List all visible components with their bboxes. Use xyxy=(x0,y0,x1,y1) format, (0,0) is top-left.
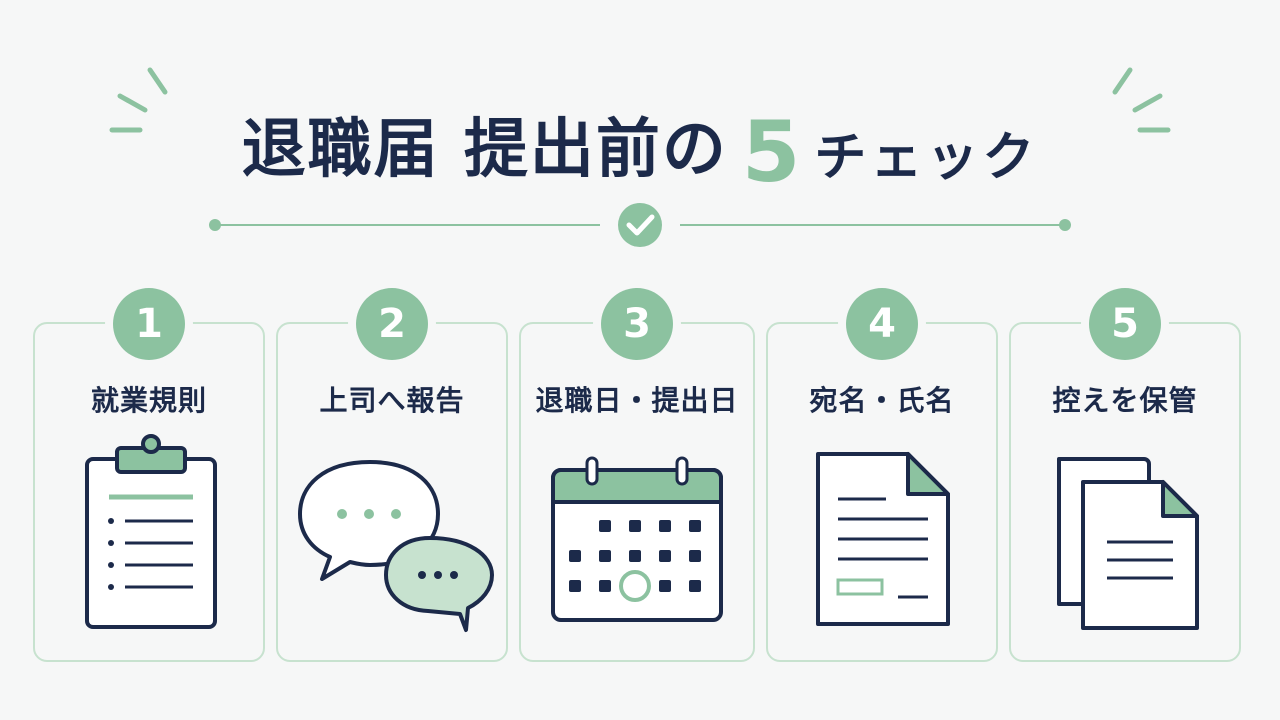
number-badge: 1 xyxy=(113,288,185,360)
card-label: 上司へ報告 xyxy=(319,384,465,417)
card-2: 2 上司へ報告 xyxy=(276,288,508,662)
card-label: 控えを保管 xyxy=(1052,384,1198,417)
card-4: 4 宛名・氏名 xyxy=(766,288,998,662)
card-label: 退職日・提出日 xyxy=(535,384,739,417)
number-badge: 4 xyxy=(846,288,918,360)
number-badge: 5 xyxy=(1089,288,1161,360)
card-label: 宛名・氏名 xyxy=(809,384,955,417)
number-badge: 3 xyxy=(601,288,673,360)
card-1: 1 就業規則 xyxy=(33,288,265,662)
number-badge: 2 xyxy=(356,288,428,360)
card-label: 就業規則 xyxy=(90,384,207,417)
card-5: 5 控えを保管 xyxy=(1009,288,1241,662)
document-copies-icon xyxy=(1057,457,1199,630)
title-number: 5 xyxy=(741,103,801,201)
card-3: 3 退職日・提出日 xyxy=(519,288,755,662)
clipboard-icon xyxy=(85,434,217,629)
title-divider xyxy=(209,203,1071,247)
calendar-icon xyxy=(551,456,723,622)
speech-bubbles-icon xyxy=(298,460,494,632)
page-title: 退職届 提出前の 5 チェック xyxy=(0,90,1280,194)
document-icon xyxy=(816,452,950,626)
title-tail: チェック xyxy=(814,128,1039,188)
title-main: 退職届 提出前の xyxy=(241,113,728,187)
check-icon xyxy=(618,203,662,247)
decorative-rays xyxy=(109,67,1171,133)
